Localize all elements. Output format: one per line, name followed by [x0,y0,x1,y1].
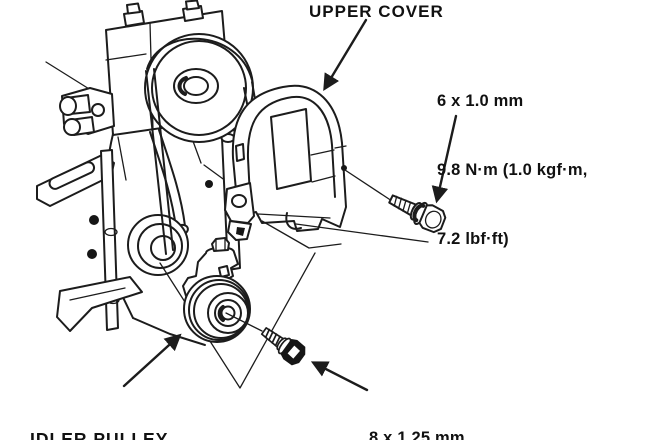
camshaft-pulley [144,33,254,143]
leader-arrows [122,18,458,392]
idler-pulley-bracket [159,237,316,389]
engine-block [36,61,344,346]
upper-cover-label: UPPER COVER [309,2,444,21]
bolt-8mm-size: 8 x 1.25 mm [369,429,465,440]
projection-lines [261,169,429,249]
idler-bolt-spec: 8 x 1.25 mm 24 N·m (2.4 kgf·m, 17 lbf·ft… [369,378,587,440]
arrow-to-idler-bracket [122,333,182,388]
bolt-6mm-torque-line2: 7.2 lbf·ft) [437,230,509,248]
bolt-8x1-25 [260,327,306,366]
bolt-6x1-0 [388,194,447,234]
arrow-to-upper-cover [323,18,368,91]
idler-pulley-bracket-label: IDLER PULLEY BRACKET [30,384,168,440]
arrow-to-8mm-bolt [310,361,369,392]
bolt-6mm-torque-line1: 9.8 N·m (1.0 kgf·m, [437,161,588,179]
upper-cover-bolt-spec: 6 x 1.0 mm 9.8 N·m (1.0 kgf·m, 7.2 lbf·f… [437,44,588,297]
bolt-6mm-size: 6 x 1.0 mm [437,92,524,110]
idler-label-line1: IDLER PULLEY [30,429,169,440]
arrow-to-6mm-bolt [431,114,458,204]
idler-pulley [183,275,251,343]
upper-cover [224,84,347,241]
engine-assembly [36,0,344,346]
